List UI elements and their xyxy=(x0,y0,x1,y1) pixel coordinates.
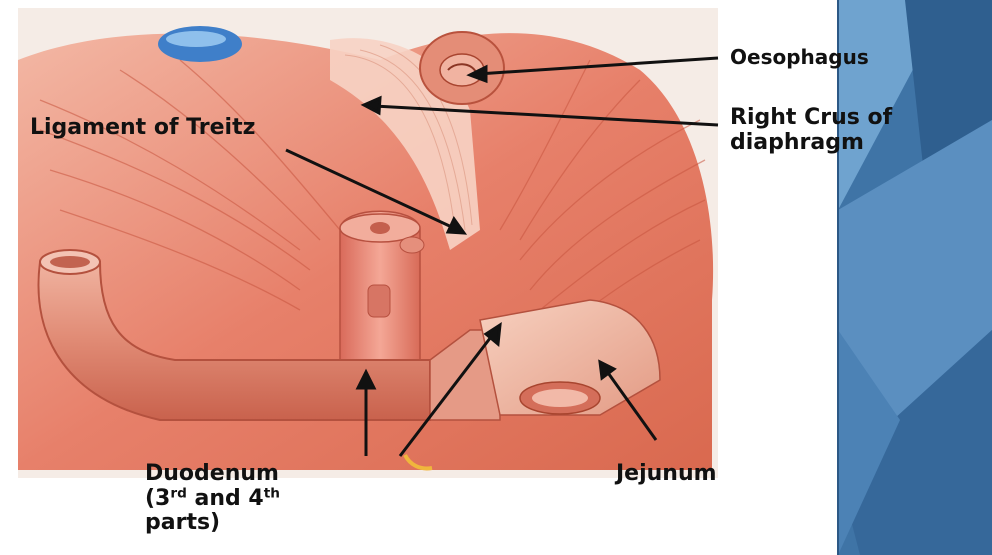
label-duodenum-sup-b: th xyxy=(264,485,280,501)
label-duodenum-line2: (3rd and 4th xyxy=(145,487,280,512)
label-right-crus-line2: diaphragm xyxy=(730,131,892,156)
label-duodenum-line3: parts) xyxy=(145,511,280,536)
label-oesophagus-text: Oesophagus xyxy=(730,45,869,69)
label-duodenum-line1: Duodenum xyxy=(145,462,280,487)
label-jejunum-text: Jejunum xyxy=(616,461,717,486)
label-right-crus: Right Crus of diaphragm xyxy=(730,106,892,155)
label-duodenum-sup-a: rd xyxy=(170,485,186,501)
label-jejunum: Jejunum xyxy=(616,462,717,487)
label-right-crus-line1: Right Crus of xyxy=(730,106,892,131)
label-oesophagus: Oesophagus xyxy=(730,46,869,68)
label-ligament-of-treitz: Ligament of Treitz xyxy=(30,116,255,141)
label-duodenum-part-b: and 4 xyxy=(187,486,264,511)
label-duodenum: Duodenum (3rd and 4th parts) xyxy=(145,462,280,536)
label-ligament-text: Ligament of Treitz xyxy=(30,115,255,140)
label-duodenum-part-a: (3 xyxy=(145,486,170,511)
